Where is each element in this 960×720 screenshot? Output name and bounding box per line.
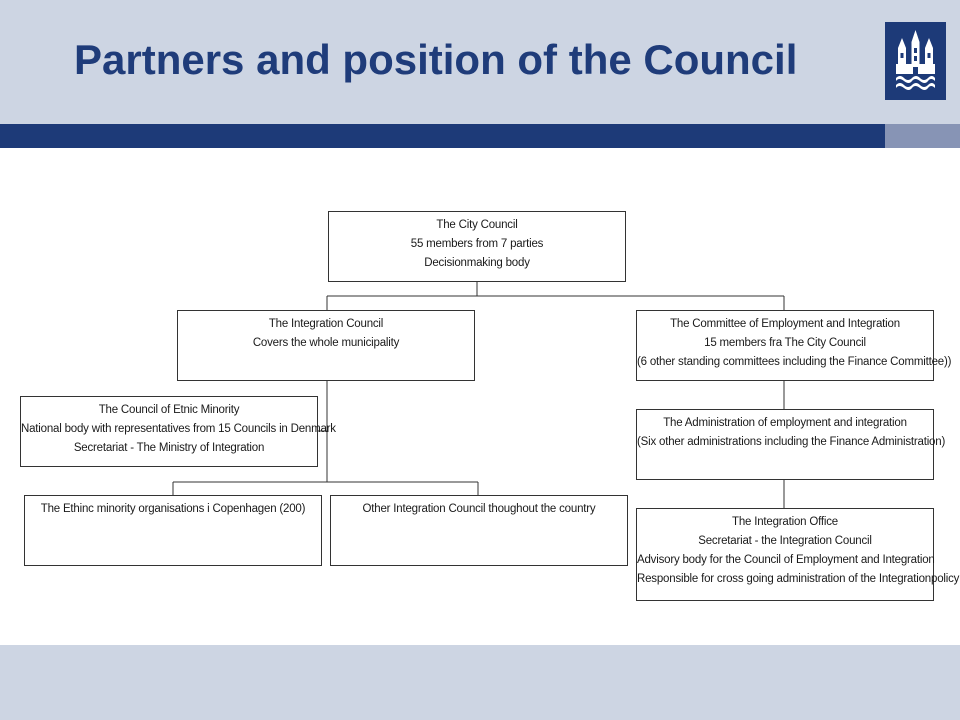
box-line: The City Council (436, 219, 518, 231)
city-council-box: The City Council 55 members from 7 parti… (328, 211, 626, 282)
box-line: Responsible for cross going administrati… (637, 573, 960, 585)
box-line: The Council of Etnic Minority (98, 404, 240, 416)
box-line: The Committee of Employment and Integrat… (670, 318, 900, 330)
box-line: (Six other administrations including the… (637, 436, 946, 448)
footer-background (0, 645, 960, 720)
header-background (0, 0, 960, 148)
castle-crest-icon (896, 30, 935, 90)
etnic-minority-council-box: The Council of Etnic Minority National b… (20, 396, 336, 467)
header-band (0, 124, 885, 148)
header-band-accent (885, 124, 960, 148)
copenhagen-crest-logo (885, 22, 946, 100)
box-line: The Ethinc minority organisations i Cope… (40, 503, 306, 515)
integration-council-box: The Integration Council Covers the whole… (177, 310, 475, 381)
box-line: Secretariat - the Integration Council (698, 535, 872, 547)
box-line: National body with representatives from … (21, 423, 336, 435)
box-line: The Administration of employment and int… (663, 417, 907, 429)
other-integration-councils-box: Other Integration Council thoughout the … (330, 495, 628, 566)
box-line: Other Integration Council thoughout the … (362, 503, 596, 515)
box-line: The Integration Council (268, 318, 384, 330)
committee-box: The Committee of Employment and Integrat… (636, 310, 952, 381)
box-line: Covers the whole municipality (252, 337, 400, 349)
administration-box: The Administration of employment and int… (636, 409, 946, 480)
box-line: Secretariat - The Ministry of Integratio… (73, 442, 265, 454)
box-line: 55 members from 7 parties (410, 238, 544, 250)
box-line: 15 members fra The City Council (704, 337, 866, 349)
slide-title: Partners and position of the Council (74, 36, 798, 83)
integration-office-box: The Integration Office Secretariat - the… (636, 508, 960, 601)
ethnic-organisations-box: The Ethinc minority organisations i Cope… (24, 495, 322, 566)
box-line: The Integration Office (732, 516, 838, 528)
box-line: (6 other standing committees including t… (637, 356, 952, 368)
box-line: Decisionmaking body (424, 257, 530, 269)
box-line: Advisory body for the Council of Employm… (637, 554, 935, 566)
